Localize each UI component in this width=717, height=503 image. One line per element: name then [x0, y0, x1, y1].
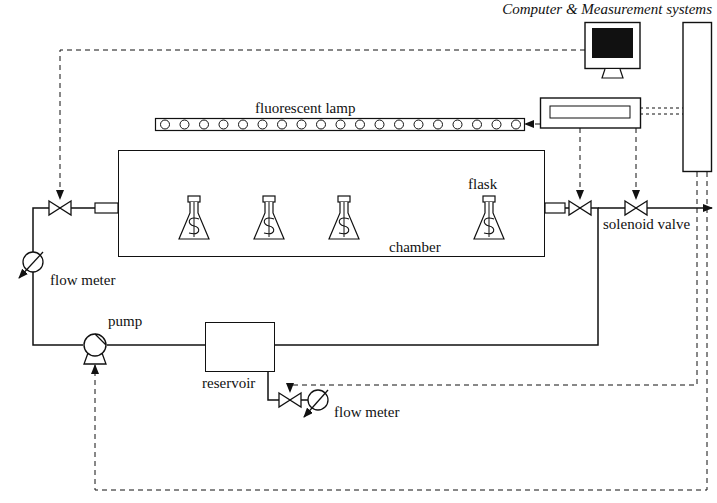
line-shape: [640, 108, 683, 109]
rect-shape: [156, 119, 525, 131]
rect-shape: [541, 98, 641, 128]
circle-shape: [200, 120, 209, 129]
unit-heading: Computer & Measurement systems: [502, 1, 712, 18]
path-shape: [84, 353, 106, 364]
path-shape: [602, 69, 623, 78]
path-shape: [474, 202, 504, 239]
circle-shape: [219, 120, 228, 129]
rect-shape: [188, 196, 200, 202]
rect-shape: [545, 203, 565, 213]
circle-shape: [512, 120, 521, 129]
rect-shape: [483, 196, 495, 202]
svg-shape: [119, 151, 546, 258]
path-shape: [484, 218, 494, 234]
part-label: flask: [468, 176, 497, 193]
path-shape: [254, 202, 284, 239]
path-shape: [194, 202, 195, 237]
node-label: pump: [108, 313, 142, 330]
circle-shape: [278, 120, 287, 129]
line-shape: [580, 128, 581, 199]
rect-shape: [263, 196, 275, 202]
circle-shape: [395, 120, 404, 129]
rect-shape: [592, 28, 633, 58]
circle-shape: [239, 120, 248, 129]
pipe-line: [33, 208, 118, 345]
pump-symbol: pump: [83, 333, 107, 365]
control-line: [525, 124, 540, 125]
circle-shape: [297, 120, 306, 129]
circle-shape: [414, 120, 423, 129]
svg-shape: [155, 118, 525, 131]
path-shape: [264, 218, 274, 234]
circle-shape: [492, 120, 501, 129]
lamp-tube: fluorescent lamp: [155, 118, 525, 131]
part-label: flow meter: [334, 404, 399, 421]
rect-shape: [550, 106, 630, 118]
part-label: flow meter: [50, 272, 115, 289]
path-shape: [329, 202, 359, 239]
node-label: chamber: [389, 239, 441, 256]
path-shape: [269, 202, 270, 237]
circle-shape: [434, 120, 443, 129]
path-shape: [339, 218, 349, 234]
reservoir-box: reservoir: [205, 322, 275, 372]
polyline-shape: [268, 372, 308, 400]
circle-shape: [258, 120, 267, 129]
circle-shape: [84, 334, 106, 356]
polyline-shape: [60, 50, 585, 199]
path-shape: [489, 202, 490, 237]
pipe-line: [275, 208, 598, 345]
circle-shape: [356, 120, 365, 129]
rect-shape: [95, 203, 118, 213]
line-shape: [598, 207, 712, 209]
line-shape: [304, 390, 328, 417]
line-shape: [19, 252, 43, 278]
svg-shape: [83, 333, 107, 365]
circle-shape: [161, 120, 170, 129]
circle-shape: [375, 120, 384, 129]
path-shape: [625, 201, 647, 215]
circle-shape: [453, 120, 462, 129]
path-shape: [95, 334, 106, 345]
polyline-shape: [290, 172, 697, 392]
path-shape: [279, 393, 301, 407]
path-shape: [49, 201, 71, 215]
pipe-line: [107, 344, 205, 346]
rect-shape: [338, 196, 350, 202]
path-shape: [569, 201, 591, 215]
circle-shape: [473, 120, 482, 129]
path-shape: [179, 202, 209, 239]
rect-shape: [683, 23, 712, 172]
rect-shape: [585, 23, 640, 69]
circle-shape: [336, 120, 345, 129]
node-label: fluorescent lamp: [255, 100, 355, 117]
chamber-box: chamber: [118, 150, 545, 257]
part-label: solenoid valve: [603, 216, 690, 233]
node-label: reservoir: [202, 375, 255, 392]
line-shape: [636, 128, 637, 199]
circle-shape: [317, 120, 326, 129]
line-shape: [640, 114, 683, 115]
computer-unit: Computer & Measurement systems: [540, 22, 712, 172]
svg-shape: [540, 22, 712, 172]
circle-shape: [180, 120, 189, 129]
control-line: [95, 172, 707, 490]
path-shape: [344, 202, 345, 237]
path-shape: [189, 218, 199, 234]
